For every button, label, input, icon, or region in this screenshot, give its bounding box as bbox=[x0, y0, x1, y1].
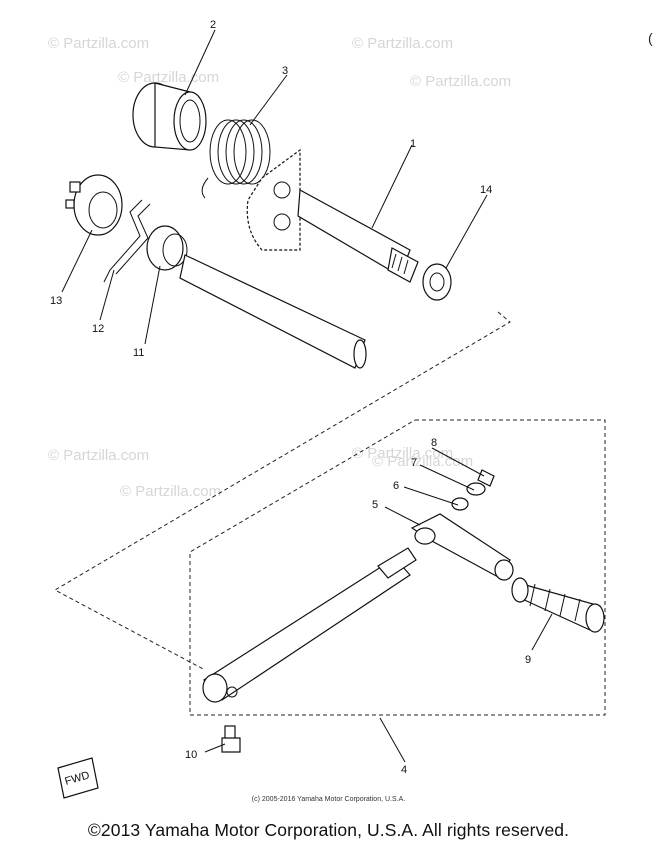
callout-12: 12 bbox=[92, 323, 104, 335]
callout-7: 7 bbox=[411, 457, 417, 469]
parts-diagram: © Partzilla.com © Partzilla.com © Partzi… bbox=[48, 19, 606, 799]
callouts: 2 3 1 14 13 12 11 8 7 6 5 9 10 4 bbox=[50, 19, 531, 776]
part-8-bolt bbox=[477, 469, 495, 487]
watermark-top-left-2: © Partzilla.com bbox=[118, 69, 219, 86]
callout-10: 10 bbox=[185, 749, 197, 761]
callout-1: 1 bbox=[410, 138, 416, 150]
assembly-outline bbox=[53, 311, 606, 716]
callout-4: 4 bbox=[401, 764, 407, 776]
callout-9: 9 bbox=[525, 654, 531, 666]
callout-11: 11 bbox=[133, 347, 144, 359]
callout-8: 8 bbox=[431, 437, 437, 449]
diagram-fine-print: (c) 2005-2016 Yamaha Motor Corporation, … bbox=[251, 796, 406, 803]
watermarks: © Partzilla.com © Partzilla.com © Partzi… bbox=[48, 35, 511, 500]
watermark-mid-left: © Partzilla.com bbox=[48, 447, 149, 464]
callout-14: 14 bbox=[480, 184, 492, 196]
callout-13: 13 bbox=[50, 295, 62, 307]
watermark-mid-left-2: © Partzilla.com bbox=[120, 483, 221, 500]
part-12-clip bbox=[103, 199, 151, 283]
watermark-top-left: © Partzilla.com bbox=[48, 35, 149, 52]
callout-3: 3 bbox=[282, 65, 288, 77]
part-14-bearing bbox=[422, 263, 452, 301]
callout-5: 5 bbox=[372, 499, 378, 511]
watermark-top-right-2: © Partzilla.com bbox=[410, 73, 511, 90]
part-1-kick-shaft bbox=[246, 148, 419, 283]
part-5-crank bbox=[410, 513, 514, 581]
leader-lines bbox=[61, 29, 553, 763]
part-7-washer bbox=[466, 482, 486, 496]
fwd-badge: FWD bbox=[57, 757, 99, 799]
watermark-mid-right-2: © Partzilla.com bbox=[372, 453, 473, 470]
part-13-ratchet bbox=[65, 174, 123, 236]
part-6-washer bbox=[451, 497, 469, 511]
watermark-top-right: © Partzilla.com bbox=[352, 35, 453, 52]
part-9-grip bbox=[511, 577, 605, 633]
copyright-notice: ©2013 Yamaha Motor Corporation, U.S.A. A… bbox=[87, 820, 570, 840]
part-10-bolt bbox=[221, 725, 241, 753]
part-11-kick-gear bbox=[146, 225, 367, 369]
part-4-kick-arm bbox=[202, 547, 417, 703]
callout-2: 2 bbox=[210, 19, 216, 31]
corner-mark: ( bbox=[648, 30, 653, 46]
callout-6: 6 bbox=[393, 480, 399, 492]
watermark-mid-right: © Partzilla.com bbox=[352, 445, 453, 462]
part-2-sleeve bbox=[132, 82, 207, 151]
